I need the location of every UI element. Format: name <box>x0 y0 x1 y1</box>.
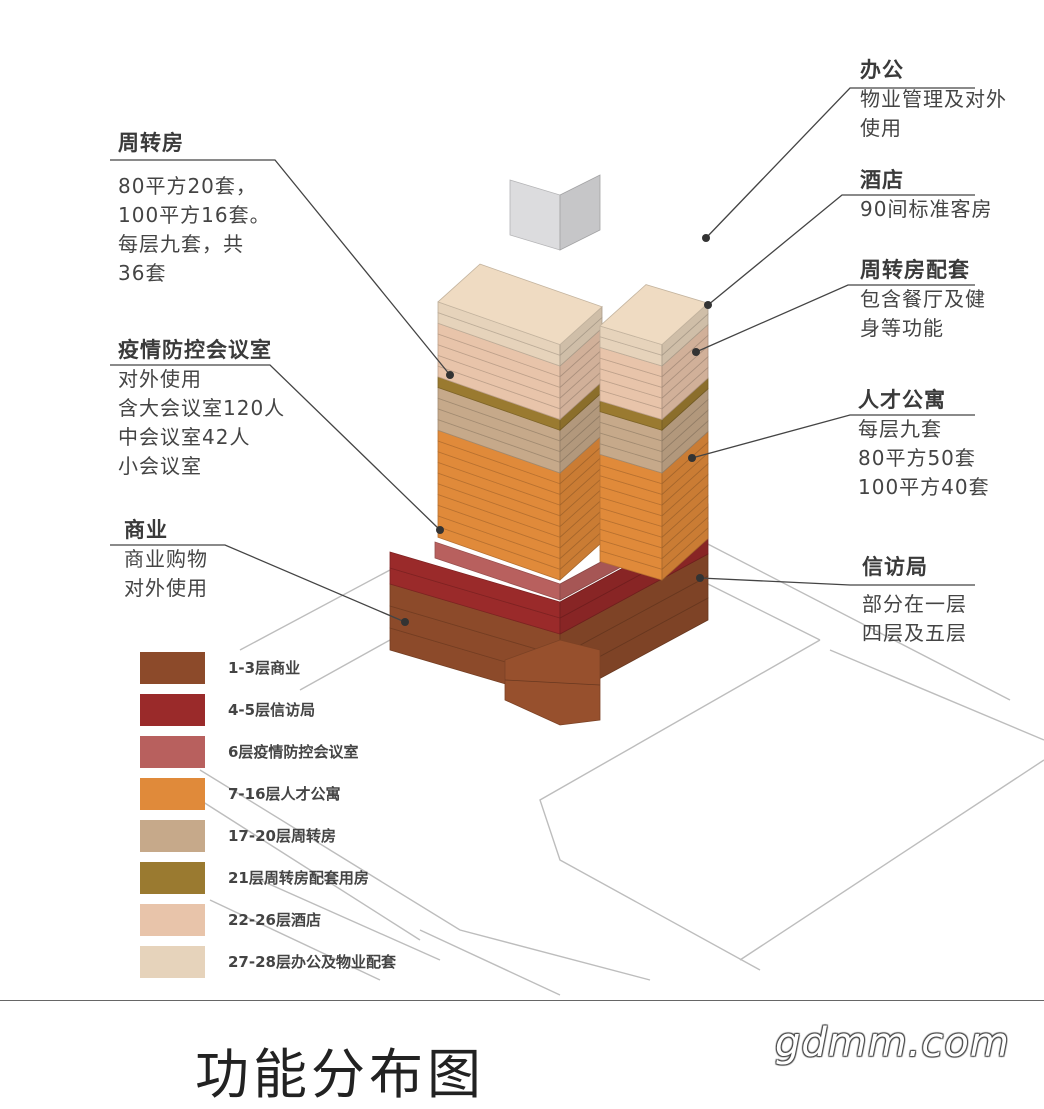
callout-support-line: 身等功能 <box>860 316 944 340</box>
leader-dot-turnover <box>446 371 454 379</box>
leader-dot-meeting <box>436 526 444 534</box>
leader-dot-support <box>692 348 700 356</box>
callout-office-line: 物业管理及对外 <box>860 87 1007 111</box>
legend-label: 6层疫情防控会议室 <box>228 743 359 761</box>
legend-swatch <box>140 862 205 894</box>
callout-support: 周转房配套 包含餐厅及健 身等功能 <box>860 255 986 343</box>
callout-turnover-line: 每层九套，共 <box>118 232 244 256</box>
leader-office <box>705 87 975 239</box>
podium-bay-line <box>504 679 601 686</box>
legend-label: 22-26层酒店 <box>228 911 321 929</box>
callout-turnover-line: 80平方20套， <box>118 174 257 198</box>
callout-support-line: 包含餐厅及健 <box>860 287 986 311</box>
watermark-logo: gdmm.com <box>775 1020 1010 1066</box>
left-tower-roof <box>437 263 603 346</box>
callout-meeting-line: 小会议室 <box>118 454 202 478</box>
leader-commercial <box>110 544 406 623</box>
callout-meeting-line: 含大会议室120人 <box>118 396 286 420</box>
callout-commercial-head: 商业 <box>124 518 168 542</box>
legend-swatch <box>140 694 205 726</box>
leader-turnover <box>110 159 451 376</box>
callout-meeting-line: 中会议室42人 <box>118 425 251 449</box>
callout-office-line: 使用 <box>860 116 902 140</box>
leader-talent <box>691 414 975 459</box>
legend-label: 7-16层人才公寓 <box>228 785 341 803</box>
legend-label: 17-20层周转房 <box>228 827 336 845</box>
callout-meeting-line: 对外使用 <box>118 367 202 391</box>
callout-talent-line: 每层九套 <box>858 417 942 441</box>
callout-turnover-line: 36套 <box>118 261 167 285</box>
callout-meeting-head: 疫情防控会议室 <box>118 338 272 362</box>
callout-petition-head: 信访局 <box>862 555 928 579</box>
callout-petition-line: 部分在一层 <box>862 592 967 616</box>
callout-commercial-line: 商业购物 <box>124 547 208 571</box>
divider <box>0 1000 1044 1001</box>
legend-label: 1-3层商业 <box>228 659 301 677</box>
callout-talent-line: 100平方40套 <box>858 475 990 499</box>
leader-hotel <box>707 194 975 306</box>
callout-talent-line: 80平方50套 <box>858 446 976 470</box>
callout-office-head: 办公 <box>860 58 904 82</box>
legend-swatch <box>140 946 205 978</box>
callout-talent: 人才公寓 每层九套 80平方50套 100平方40套 <box>858 385 990 502</box>
callout-petition-line: 四层及五层 <box>862 621 967 645</box>
legend-label: 4-5层信访局 <box>228 701 316 719</box>
leader-petition <box>699 577 975 586</box>
legend-label: 27-28层办公及物业配套 <box>228 953 396 971</box>
callout-office: 办公 物业管理及对外 使用 <box>860 55 1007 143</box>
legend-swatch <box>140 652 205 684</box>
callout-petition: 信访局 部分在一层 四层及五层 <box>862 552 967 648</box>
roof-core-side <box>559 174 601 251</box>
building-axonometric <box>389 174 709 726</box>
callout-meeting: 疫情防控会议室 对外使用 含大会议室120人 中会议室42人 小会议室 <box>118 335 285 481</box>
legend-swatch <box>140 736 205 768</box>
leader-lines <box>110 87 975 626</box>
callout-commercial-line: 对外使用 <box>124 576 208 600</box>
callout-talent-head: 人才公寓 <box>858 388 946 412</box>
callout-support-head: 周转房配套 <box>860 258 970 282</box>
leader-support <box>695 284 975 353</box>
callout-commercial: 商业 商业购物 对外使用 <box>124 515 208 603</box>
callout-hotel-head: 酒店 <box>860 168 904 192</box>
legend-label: 21层周转房配套用房 <box>228 869 369 887</box>
leader-dot-petition <box>696 574 704 582</box>
callout-turnover-line: 100平方16套。 <box>118 203 271 227</box>
callout-hotel: 酒店 90间标准客房 <box>860 165 992 224</box>
page-title: 功能分布图 <box>195 1043 485 1106</box>
leader-dot-talent <box>688 454 696 462</box>
callout-turnover-head: 周转房 <box>118 131 184 155</box>
leader-dot-office <box>702 234 710 242</box>
leader-dot-hotel <box>704 301 712 309</box>
leader-meeting <box>110 364 441 531</box>
legend-swatch <box>140 820 205 852</box>
leader-dot-commercial <box>401 618 409 626</box>
callout-hotel-line: 90间标准客房 <box>860 197 993 221</box>
legend-swatch <box>140 778 205 810</box>
legend-swatch <box>140 904 205 936</box>
callout-turnover: 周转房 80平方20套， 100平方16套。 每层九套，共 36套 <box>118 128 271 288</box>
